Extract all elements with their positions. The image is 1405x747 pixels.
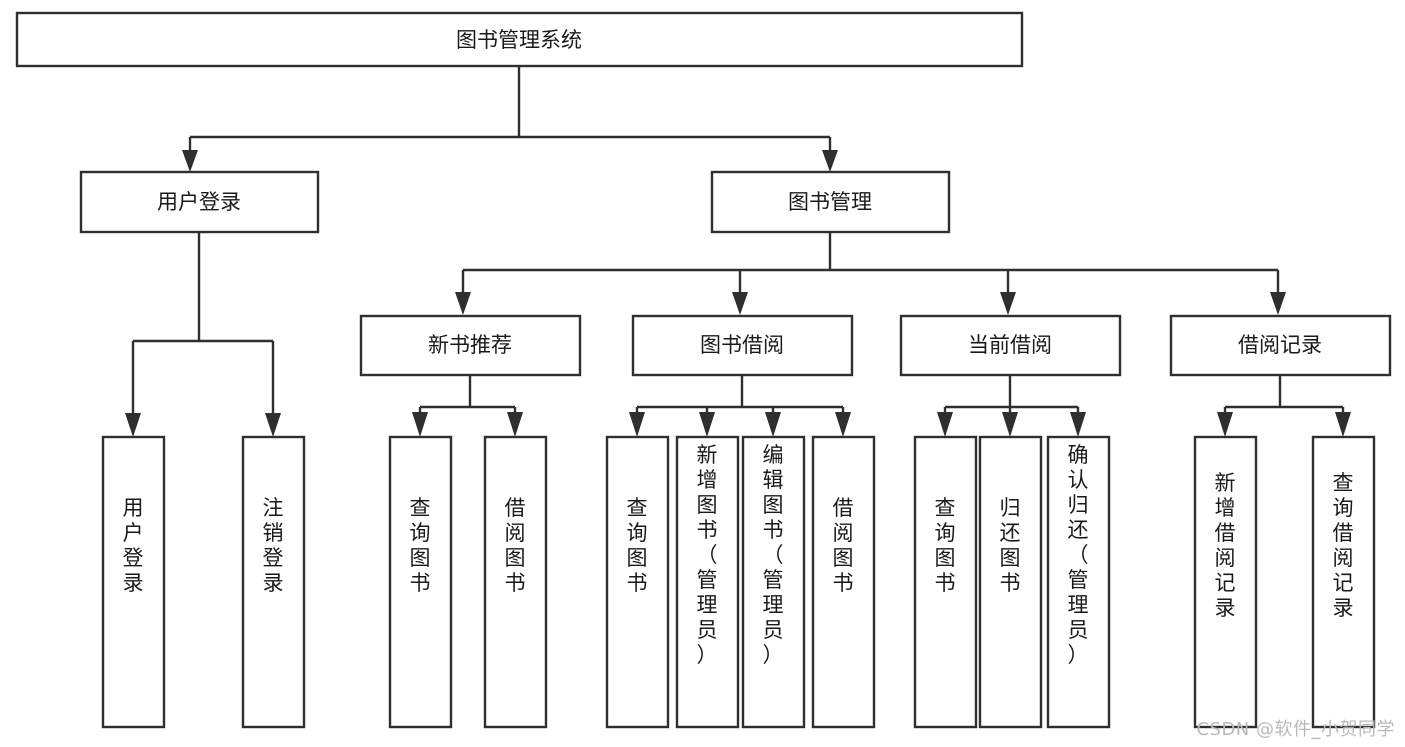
arrow-br-c1-icon bbox=[1217, 412, 1233, 437]
arrow-rec-c2-icon bbox=[507, 412, 523, 437]
node-book-borrow-box[interactable] bbox=[631, 314, 854, 377]
arrow-rec-c1-icon bbox=[412, 412, 428, 437]
node-leaf-borrow-book-2-label: 借阅图书 bbox=[833, 496, 854, 595]
node-leaf-query-record[interactable]: 查询借阅记录 bbox=[1311, 435, 1376, 729]
node-leaf-confirm-return[interactable]: 确认归还（管理员） bbox=[1046, 435, 1111, 729]
arrow-root-to-bookmanage-icon bbox=[822, 150, 838, 172]
node-book-manage-label: 图书管理 bbox=[788, 190, 872, 214]
node-book-manage[interactable]: 图书管理 bbox=[710, 170, 951, 234]
node-leaf-query-book-2-box[interactable] bbox=[605, 435, 670, 729]
node-leaf-query-book-1[interactable]: 查询图书 bbox=[388, 435, 453, 729]
node-root[interactable]: 图书管理系统 bbox=[15, 11, 1024, 68]
node-new-book-recommend[interactable]: 新书推荐 bbox=[359, 314, 582, 377]
node-leaf-query-record-label: 查询借阅记录 bbox=[1333, 471, 1354, 620]
node-leaf-add-record[interactable]: 新增借阅记录 bbox=[1193, 435, 1258, 729]
node-leaf-borrow-book-2[interactable]: 借阅图书 bbox=[811, 435, 876, 729]
arrow-userlogin-c1-icon bbox=[125, 413, 141, 437]
arrow-cb-c2-icon bbox=[1002, 412, 1018, 437]
node-leaf-user-login-label: 用户登录 bbox=[123, 496, 144, 595]
node-book-borrow-label: 图书借阅 bbox=[700, 333, 784, 357]
arrow-bb-c1-icon bbox=[629, 412, 645, 437]
node-leaf-add-record-label: 新增借阅记录 bbox=[1215, 471, 1236, 620]
csdn-watermark: CSDN @软件_小贺同学 bbox=[1196, 719, 1395, 740]
node-leaf-return-book[interactable]: 归还图书 bbox=[978, 435, 1043, 729]
node-user-login[interactable]: 用户登录 bbox=[79, 170, 320, 234]
arrow-bb-c3-icon bbox=[765, 412, 781, 437]
node-leaf-edit-book-box[interactable] bbox=[741, 435, 806, 729]
node-leaf-add-book-box[interactable] bbox=[675, 435, 740, 729]
node-leaf-user-login[interactable]: 用户登录 bbox=[101, 435, 166, 729]
node-leaf-query-book-3-box[interactable] bbox=[913, 435, 978, 729]
arrow-bm-c1-icon bbox=[455, 292, 471, 315]
node-leaf-edit-book[interactable]: 编辑图书（管理员） bbox=[741, 435, 806, 729]
arrow-bm-c3-icon bbox=[1000, 292, 1016, 315]
arrow-bm-c2-icon bbox=[732, 292, 748, 315]
node-leaf-query-book-2-label: 查询图书 bbox=[627, 496, 648, 595]
node-book-borrow[interactable]: 图书借阅 bbox=[631, 314, 854, 377]
node-leaf-user-login-box[interactable] bbox=[101, 435, 166, 729]
node-user-login-label: 用户登录 bbox=[157, 190, 241, 214]
node-leaf-query-record-box[interactable] bbox=[1311, 435, 1376, 729]
node-leaf-query-book-2[interactable]: 查询图书 bbox=[605, 435, 670, 729]
node-leaf-return-book-label: 归还图书 bbox=[1000, 496, 1021, 595]
arrow-bb-c4-icon bbox=[835, 412, 851, 437]
node-current-borrow[interactable]: 当前借阅 bbox=[899, 314, 1122, 377]
node-new-book-recommend-box[interactable] bbox=[359, 314, 582, 377]
node-leaf-return-book-box[interactable] bbox=[978, 435, 1043, 729]
node-leaf-add-book[interactable]: 新增图书（管理员） bbox=[675, 435, 740, 729]
node-user-login-box[interactable] bbox=[79, 170, 320, 234]
arrow-cb-c1-icon bbox=[937, 412, 953, 437]
node-leaf-confirm-return-label: 确认归还（管理员） bbox=[1068, 443, 1089, 667]
arrow-bm-c4-icon bbox=[1270, 292, 1286, 315]
node-leaf-add-record-box[interactable] bbox=[1193, 435, 1258, 729]
node-leaf-query-book-1-box[interactable] bbox=[388, 435, 453, 729]
node-leaf-edit-book-label: 编辑图书（管理员） bbox=[763, 443, 784, 667]
node-leaf-logout-box[interactable] bbox=[241, 435, 306, 729]
arrow-userlogin-c2-icon bbox=[265, 413, 281, 437]
node-leaf-confirm-return-box[interactable] bbox=[1046, 435, 1111, 729]
arrow-root-to-userlogin-icon bbox=[182, 150, 198, 172]
arrow-br-c2-icon bbox=[1335, 412, 1351, 437]
node-borrow-record-label: 借阅记录 bbox=[1238, 333, 1322, 357]
node-leaf-borrow-book-1[interactable]: 借阅图书 bbox=[483, 435, 548, 729]
node-leaf-query-book-3[interactable]: 查询图书 bbox=[913, 435, 978, 729]
node-leaf-borrow-book-1-box[interactable] bbox=[483, 435, 548, 729]
arrow-cb-c3-icon bbox=[1070, 412, 1086, 437]
node-leaf-query-book-3-label: 查询图书 bbox=[935, 496, 956, 595]
arrow-bb-c2-icon bbox=[699, 412, 715, 437]
edge-layer bbox=[125, 66, 1351, 437]
node-borrow-record[interactable]: 借阅记录 bbox=[1169, 314, 1392, 377]
node-leaf-borrow-book-2-box[interactable] bbox=[811, 435, 876, 729]
node-new-book-recommend-label: 新书推荐 bbox=[428, 333, 512, 357]
node-root-label: 图书管理系统 bbox=[456, 28, 582, 52]
node-leaf-borrow-book-1-label: 借阅图书 bbox=[505, 496, 526, 595]
node-leaf-query-book-1-label: 查询图书 bbox=[410, 496, 431, 595]
node-leaf-logout[interactable]: 注销登录 bbox=[241, 435, 306, 729]
node-root-box[interactable] bbox=[15, 11, 1024, 68]
node-book-manage-box[interactable] bbox=[710, 170, 951, 234]
node-leaf-logout-label: 注销登录 bbox=[263, 496, 284, 595]
node-current-borrow-label: 当前借阅 bbox=[968, 333, 1052, 357]
node-borrow-record-box[interactable] bbox=[1169, 314, 1392, 377]
node-current-borrow-box[interactable] bbox=[899, 314, 1122, 377]
node-leaf-add-book-label: 新增图书（管理员） bbox=[697, 443, 718, 667]
